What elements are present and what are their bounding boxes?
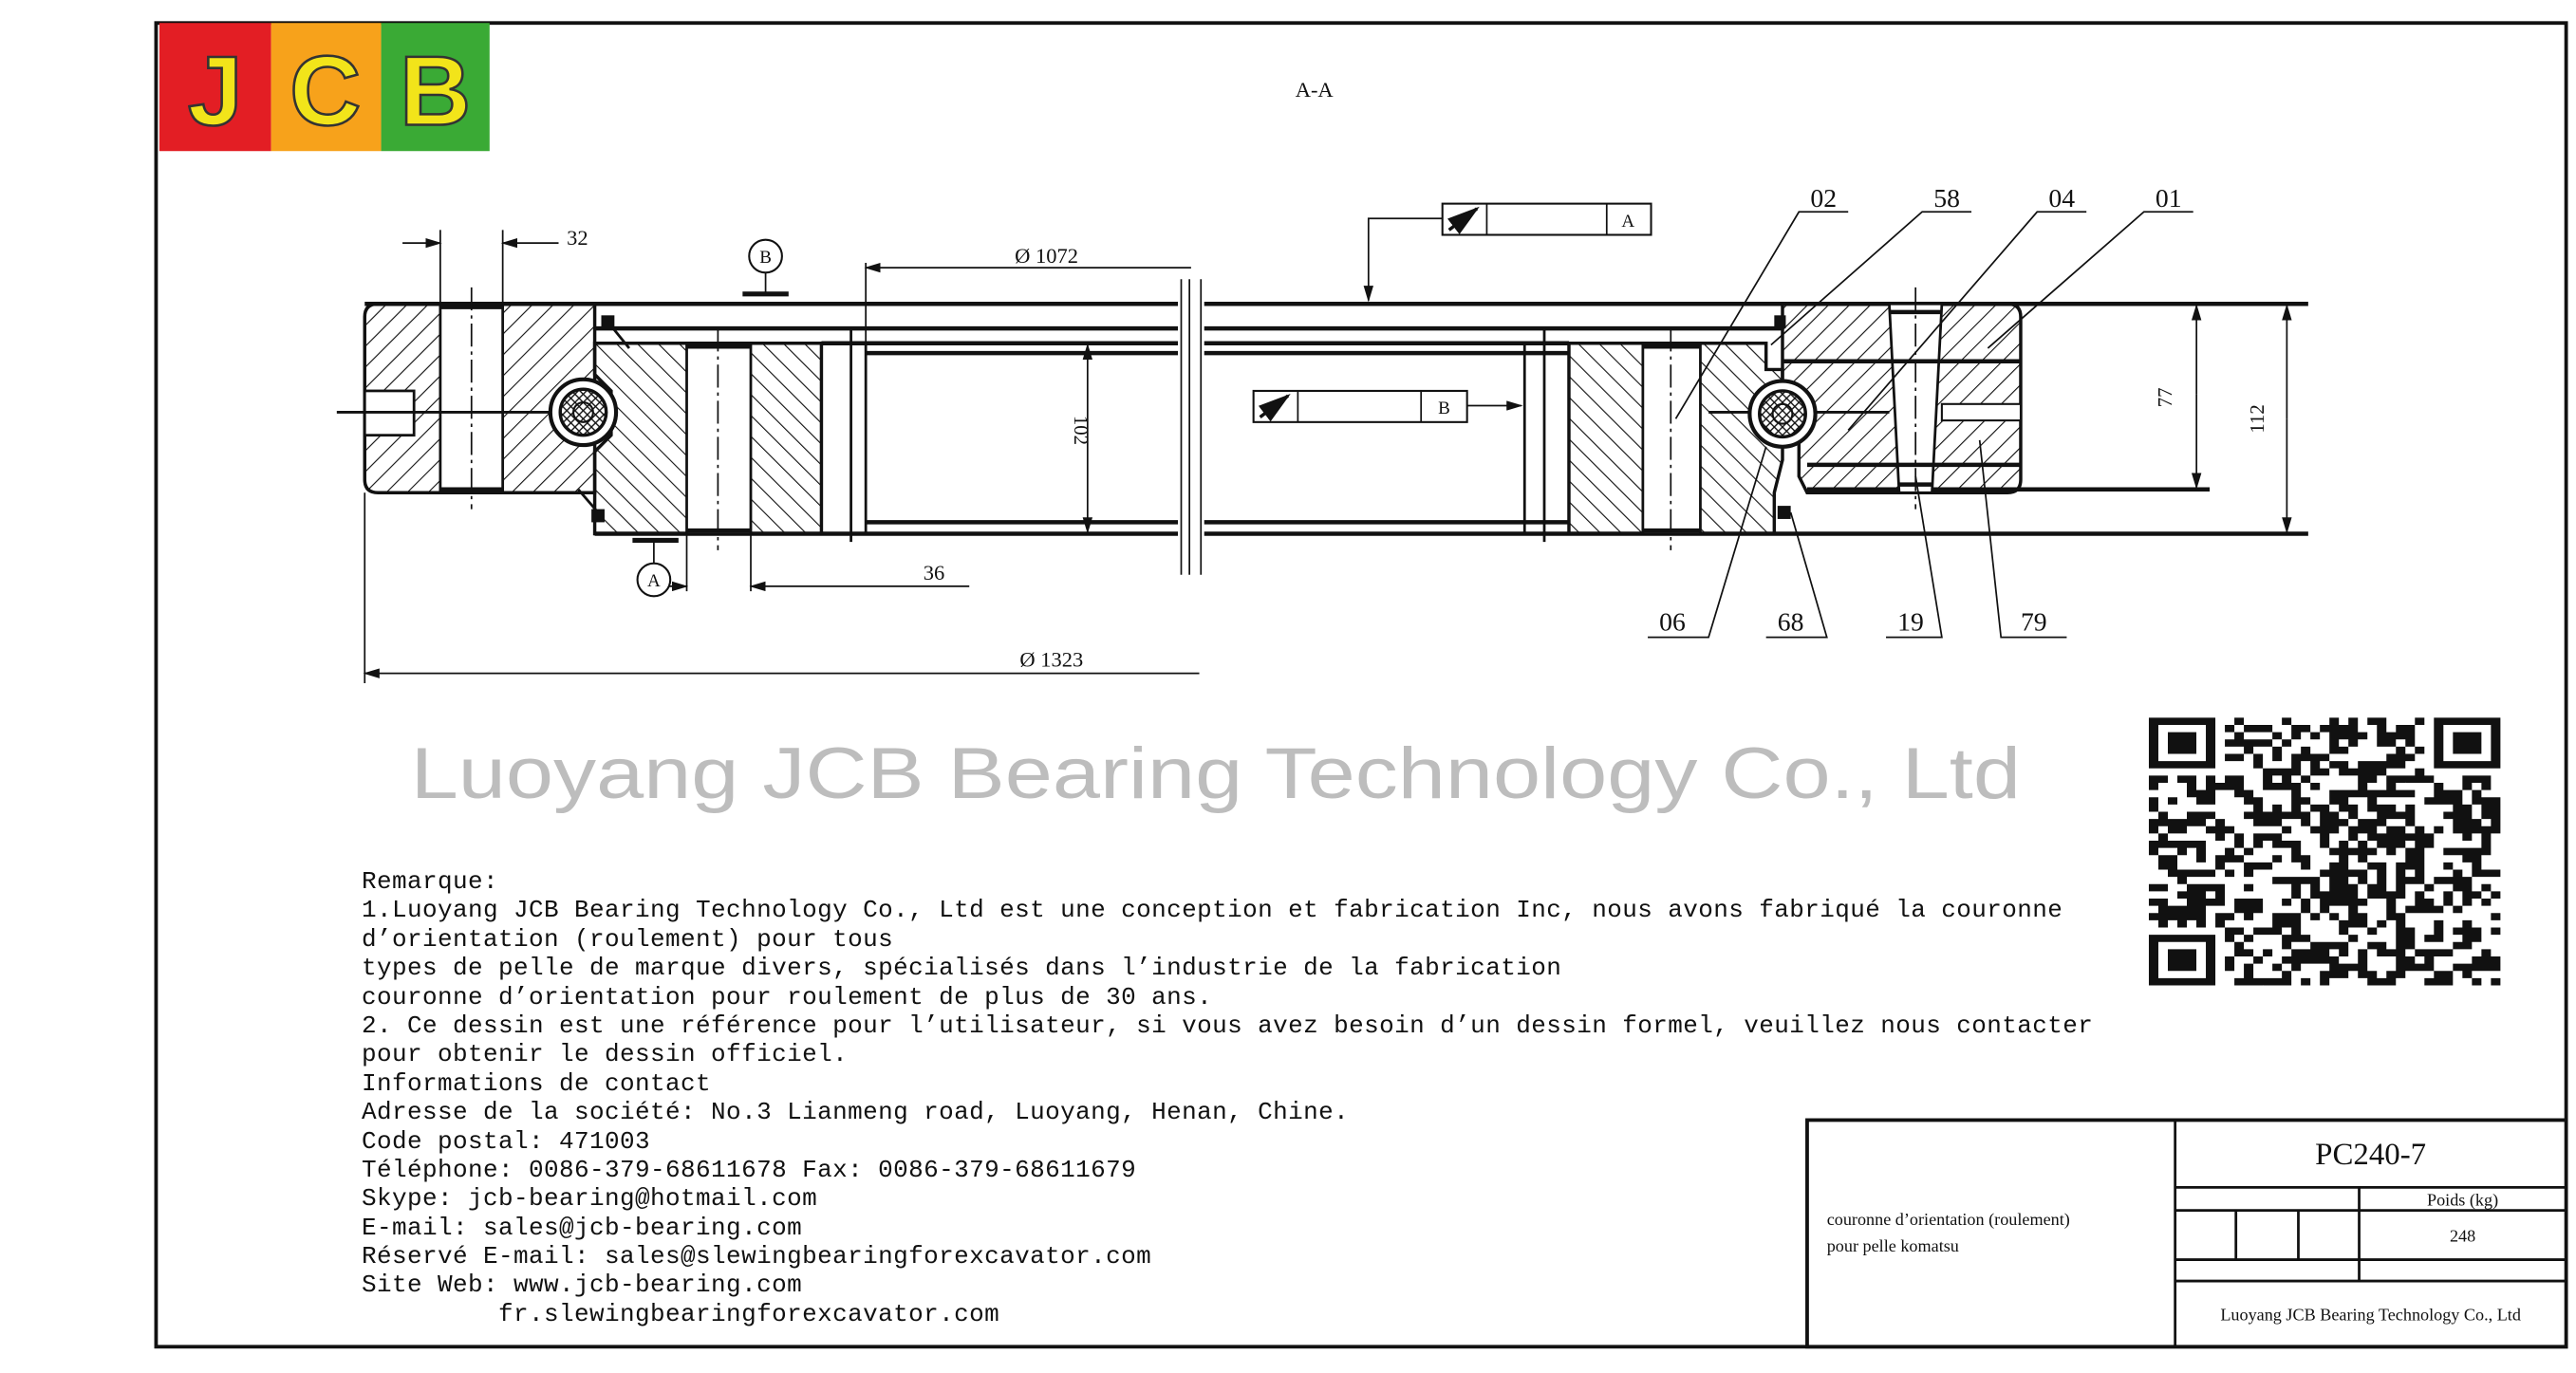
note-line: Skype: jcb-bearing@hotmail.com: [362, 1184, 818, 1214]
sheet-border: [154, 21, 2568, 1349]
part-label-06: 06: [1659, 607, 1686, 637]
dim-102: 102: [1070, 416, 1092, 445]
tolerance-frame-b: B: [1252, 389, 1523, 423]
part-label-79: 79: [2021, 607, 2047, 637]
svg-text:B: B: [1438, 399, 1450, 418]
datum-a: A: [632, 537, 679, 598]
svg-text:C: C: [289, 37, 361, 147]
left-cross-section: [336, 287, 824, 550]
note-line: couronne d’orientation pour roulement de…: [362, 982, 1213, 1011]
part-label-01: 01: [2156, 183, 2182, 213]
svg-text:J: J: [188, 37, 243, 147]
weight-label: Poids (kg): [2427, 1190, 2498, 1210]
company-name: Luoyang JCB Bearing Technology Co., Ltd: [2220, 1306, 2521, 1325]
description-line-2: pour pelle komatsu: [1827, 1236, 1959, 1255]
note-line: Site Web: www.jcb-bearing.com: [362, 1271, 803, 1300]
note-line: Informations de contact: [362, 1068, 712, 1098]
note-line: d’orientation (roulement) pour tous: [362, 924, 894, 954]
section-label: A-A: [1296, 78, 1335, 102]
qr-code-modules: [2148, 717, 2501, 986]
runout-arrow-icon: [1258, 394, 1291, 422]
watermark: Luoyang JCB Bearing Technology Co., Ltd: [411, 733, 2021, 814]
model-number: PC240-7: [2315, 1138, 2426, 1172]
note-line: Adresse de la société: No.3 Lianmeng roa…: [362, 1098, 1350, 1127]
part-labels: 02 58 04 01 06 68 19 79: [1648, 183, 2193, 639]
svg-text:A: A: [647, 571, 661, 591]
part-label-68: 68: [1778, 607, 1804, 637]
title-block: couronne d’orientation (roulement) pour …: [1805, 1118, 2568, 1349]
runout-arrow-icon: [1447, 206, 1480, 234]
weight-value: 248: [2450, 1227, 2475, 1246]
dim-36: 36: [924, 561, 945, 584]
note-line: types de pelle de marque divers, spécial…: [362, 954, 1562, 983]
note-line: 2. Ce dessin est une référence pour l’ut…: [362, 1011, 2094, 1040]
notes-block: Remarque:1.Luoyang JCB Bearing Technolog…: [362, 867, 2093, 1328]
part-label-58: 58: [1933, 183, 1960, 213]
right-cross-section: [1567, 287, 2023, 550]
dim-77: 77: [2155, 387, 2176, 407]
part-label-02: 02: [1810, 183, 1837, 213]
tolerance-frame-a: A: [1363, 202, 1652, 303]
svg-text:B: B: [759, 248, 772, 268]
dim-outer-diameter: Ø 1323: [1019, 648, 1083, 672]
qr-code: [2148, 717, 2501, 986]
svg-text:B: B: [400, 37, 471, 147]
notes-heading: Remarque:: [362, 867, 499, 896]
description-line-1: couronne d’orientation (roulement): [1827, 1210, 2070, 1230]
dimensions: 32 36 102 Ø 1072 Ø 1323 77 112: [363, 226, 2292, 684]
dim-inner-diameter: Ø 1072: [1015, 244, 1078, 268]
note-line: 1.Luoyang JCB Bearing Technology Co., Lt…: [362, 896, 2063, 925]
note-line: Réservé E-mail: sales@slewingbearingfore…: [362, 1242, 1152, 1271]
note-line: Téléphone: 0086-379-68611678 Fax: 0086-3…: [362, 1155, 1137, 1184]
datum-b: B: [742, 238, 789, 297]
note-line: fr.slewingbearingforexcavator.com: [362, 1299, 1000, 1328]
note-line: Code postal: 471003: [362, 1126, 651, 1156]
note-line: E-mail: sales@jcb-bearing.com: [362, 1213, 803, 1242]
note-line: pour obtenir le dessin officiel.: [362, 1040, 849, 1069]
part-label-19: 19: [1897, 607, 1924, 637]
dim-32: 32: [567, 226, 588, 250]
svg-text:A: A: [1621, 212, 1634, 232]
jcb-logo: J C B: [159, 23, 490, 152]
dim-112: 112: [2247, 404, 2268, 433]
part-label-04: 04: [2048, 183, 2075, 213]
